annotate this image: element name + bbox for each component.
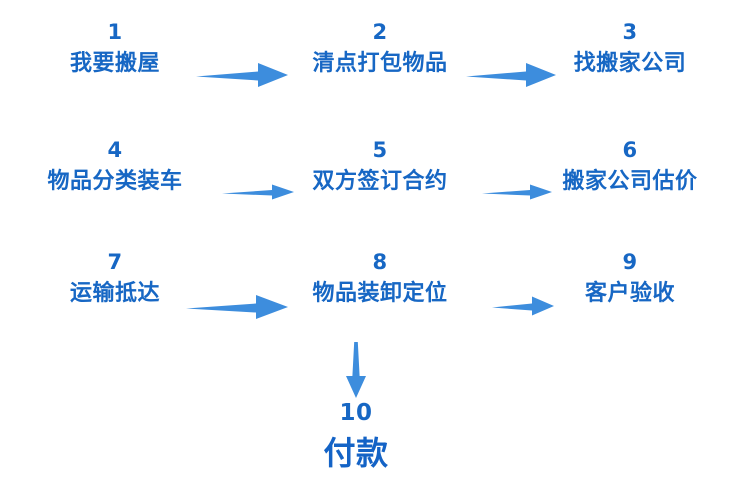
arrow-5-to-6-icon xyxy=(482,180,552,204)
step-label: 我要搬屋 xyxy=(69,51,160,76)
flow-step-9: 9 客户验收 xyxy=(530,252,730,305)
step-label: 搬家公司估价 xyxy=(562,169,698,194)
step-number: 6 xyxy=(622,138,638,162)
step-label: 物品装卸定位 xyxy=(312,281,448,306)
step-number: 2 xyxy=(372,20,388,44)
flow-step-6: 6 搬家公司估价 xyxy=(530,140,730,193)
step-number: 9 xyxy=(622,250,638,274)
step-label: 清点打包物品 xyxy=(312,51,448,76)
step-label: 物品分类装车 xyxy=(47,169,183,194)
arrow-7-to-8-icon xyxy=(186,292,288,322)
flow-step-7: 7 运输抵达 xyxy=(15,252,215,305)
flow-step-8: 8 物品装卸定位 xyxy=(280,252,480,305)
step-number: 4 xyxy=(107,138,123,162)
step-number: 8 xyxy=(372,250,388,274)
flow-step-2: 2 清点打包物品 xyxy=(280,22,480,75)
step-label: 双方签订合约 xyxy=(312,169,448,194)
arrow-2-to-3-icon xyxy=(466,60,556,90)
flow-step-1: 1 我要搬屋 xyxy=(15,22,215,75)
arrow-8-to-9-icon xyxy=(492,293,554,319)
step-label: 客户验收 xyxy=(584,281,675,306)
arrow-4-to-5-icon xyxy=(222,180,294,204)
step-number: 5 xyxy=(372,138,388,162)
arrow-8-to-10-icon xyxy=(341,342,371,398)
flow-step-5: 5 双方签订合约 xyxy=(280,140,480,193)
flow-step-4: 4 物品分类装车 xyxy=(15,140,215,193)
arrow-1-to-2-icon xyxy=(196,60,288,90)
step-number: 1 xyxy=(107,20,123,44)
step-number: 7 xyxy=(107,250,123,274)
step-label: 运输抵达 xyxy=(69,281,160,306)
step-label: 付款 xyxy=(323,434,389,472)
flow-step-3: 3 找搬家公司 xyxy=(530,22,730,75)
flow-step-10: 10 付款 xyxy=(256,400,456,472)
step-label: 找搬家公司 xyxy=(573,51,687,76)
step-number: 10 xyxy=(339,400,373,426)
step-number: 3 xyxy=(622,20,638,44)
